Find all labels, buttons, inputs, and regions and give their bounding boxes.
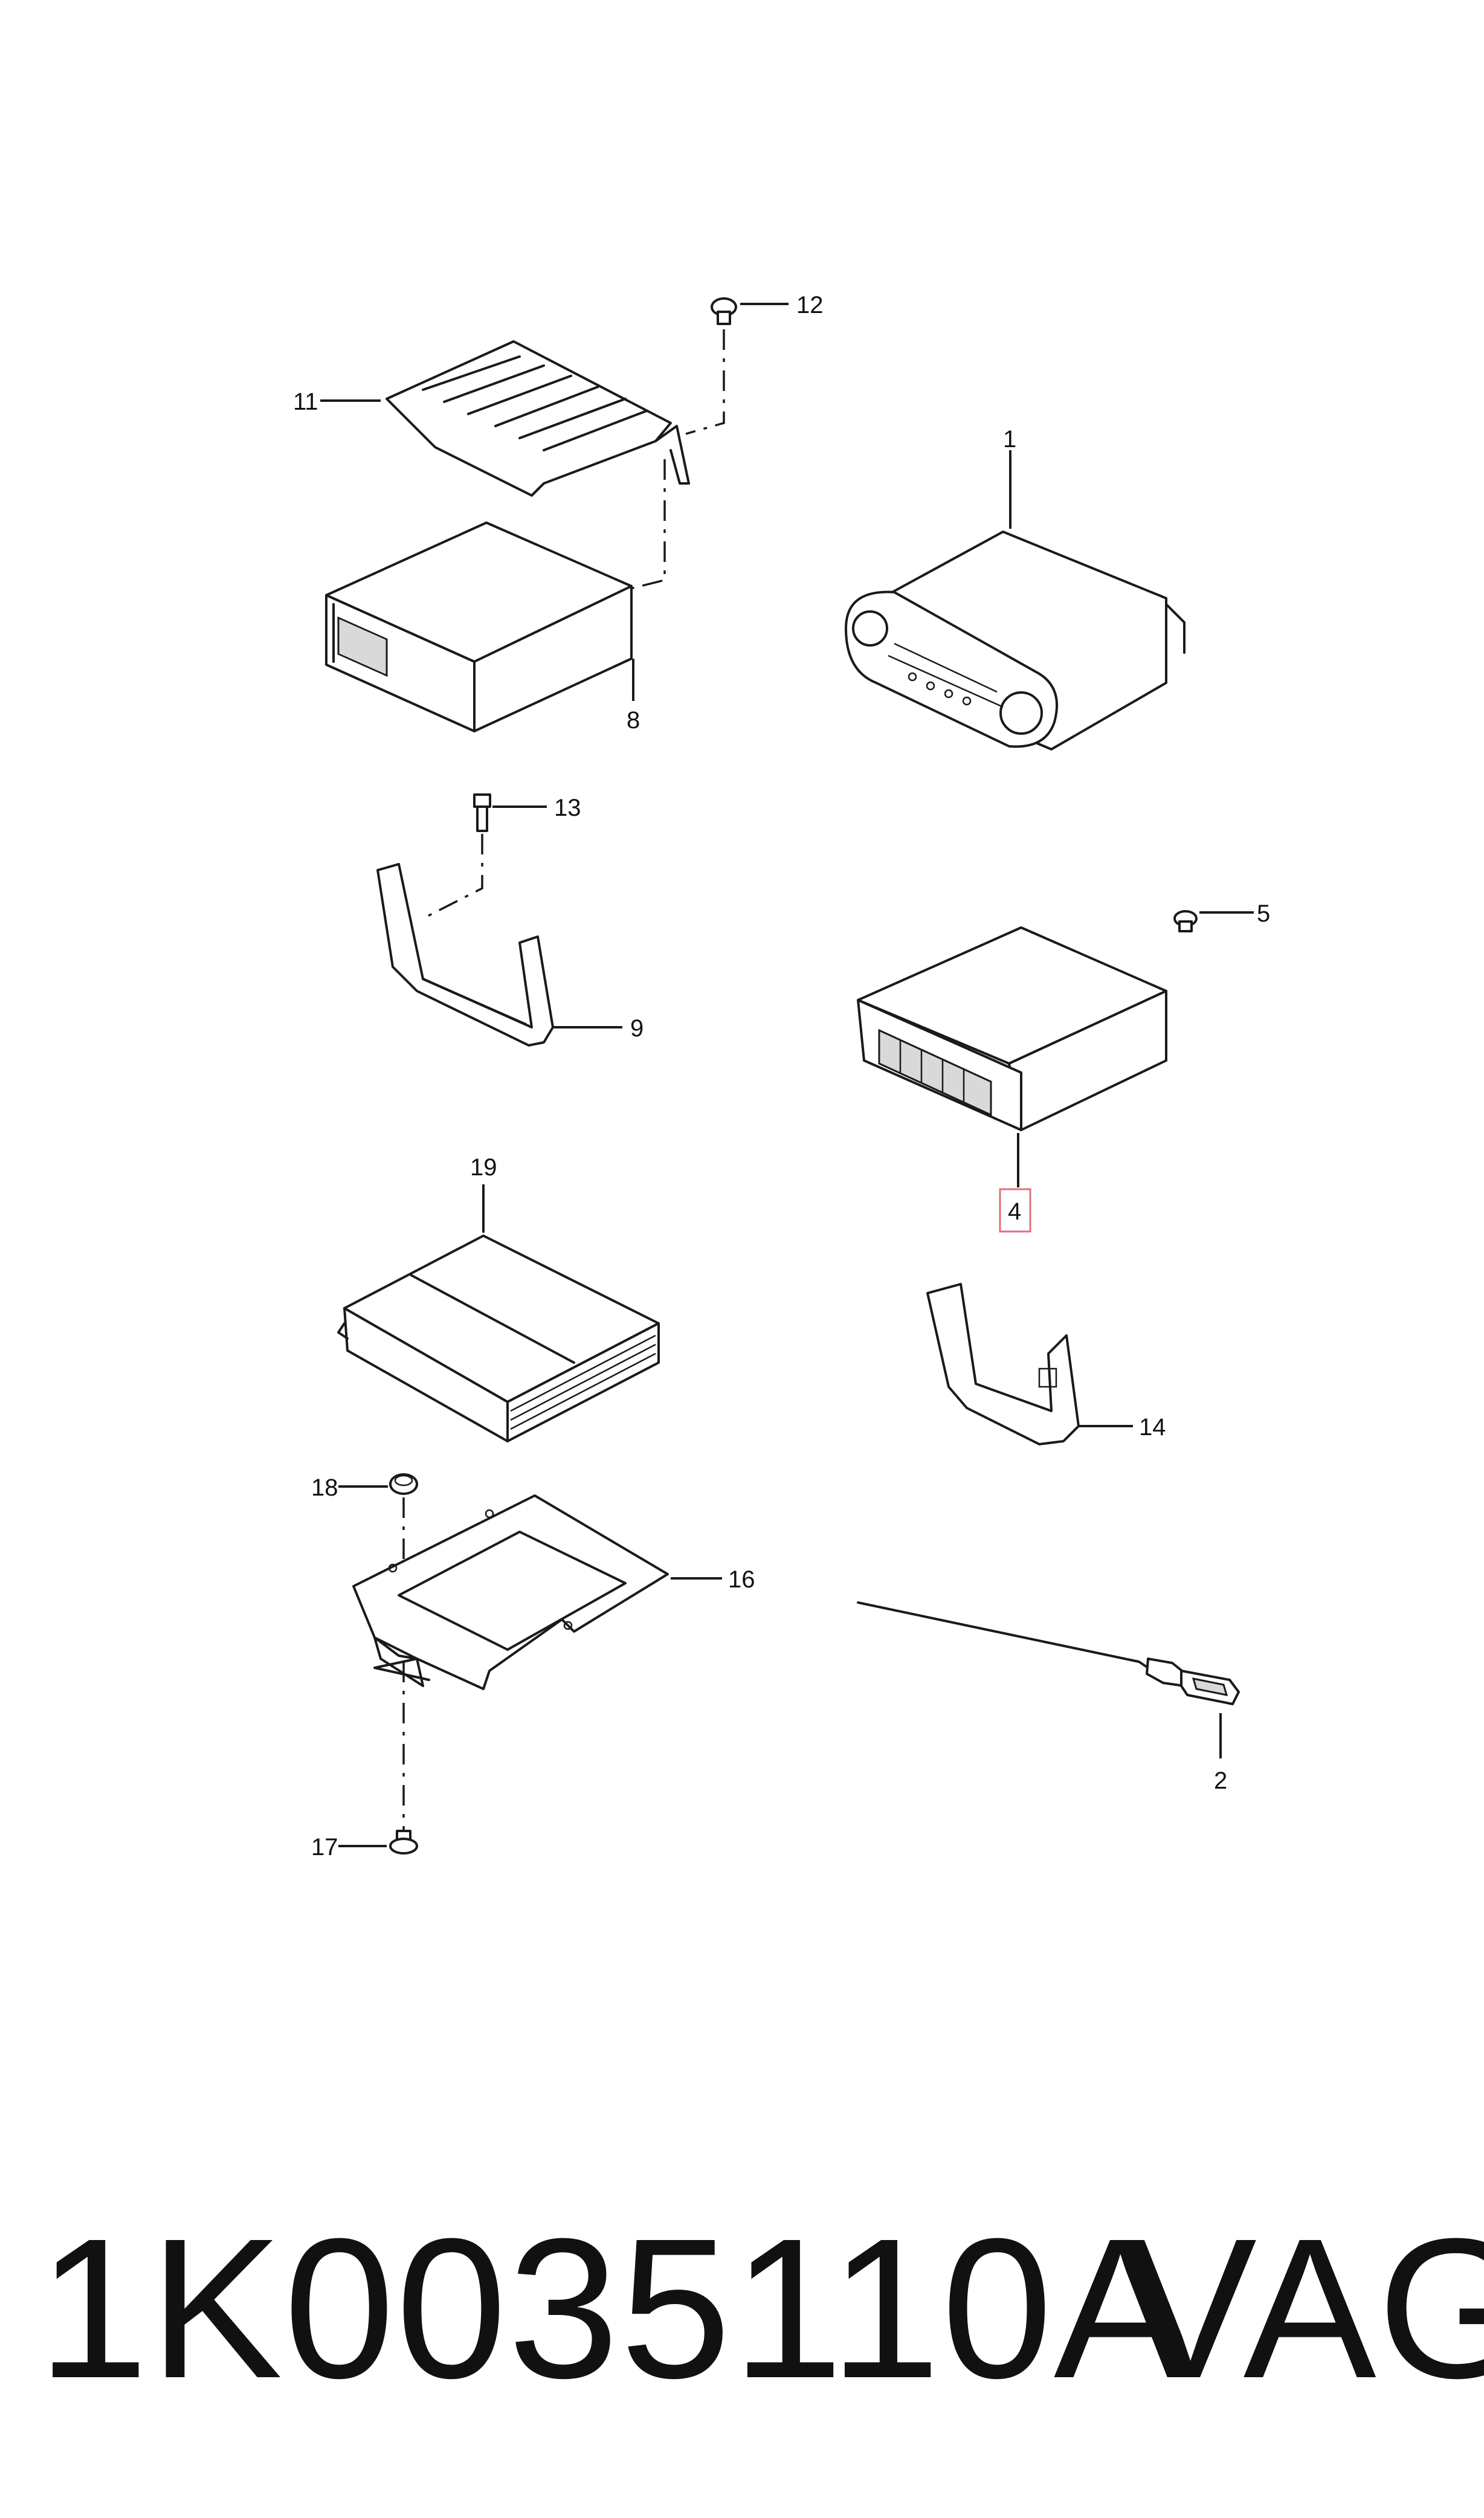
part-16-mounting-plate: [352, 1494, 669, 1690]
callout-14: 14: [1139, 1414, 1166, 1441]
part-4-navigation-unit: [857, 926, 1167, 1131]
highlight-box-4: [999, 1188, 1031, 1233]
part-number: 1K0035110A: [37, 2197, 1188, 2420]
footer-caption: 1K0035110A VAG: [0, 2187, 1484, 2441]
part-13-bolt: [473, 793, 491, 832]
part-5-screw: [1173, 910, 1198, 932]
part-1-radio-unit: [845, 531, 1186, 751]
part-14-bracket: [926, 1283, 1080, 1445]
callout-5: 5: [1257, 900, 1270, 927]
callout-13: 13: [554, 795, 581, 821]
part-19-amplifier: [337, 1235, 660, 1442]
callout-1: 1: [1003, 426, 1016, 453]
callout-9: 9: [630, 1015, 644, 1042]
part-17-bolt: [389, 1830, 418, 1855]
callout-11: 11: [293, 389, 318, 415]
callout-19: 19: [470, 1154, 497, 1181]
brand-name: VAG: [1124, 2197, 1484, 2420]
callout-4: 4: [1008, 1198, 1021, 1225]
part-2-antenna-cable: [857, 1601, 1240, 1705]
callout-16: 16: [728, 1566, 755, 1593]
part-9-bracket: [376, 863, 554, 1047]
part-12-screw: [711, 297, 737, 325]
part-8-box-unit: [325, 521, 633, 732]
callout-8: 8: [627, 707, 640, 734]
part-11-cover-plate: [386, 340, 690, 497]
callout-18: 18: [311, 1474, 338, 1501]
callout-2: 2: [1214, 1767, 1227, 1794]
callout-12: 12: [796, 292, 824, 318]
part-18-nut: [389, 1473, 418, 1495]
callout-17: 17: [311, 1834, 338, 1861]
